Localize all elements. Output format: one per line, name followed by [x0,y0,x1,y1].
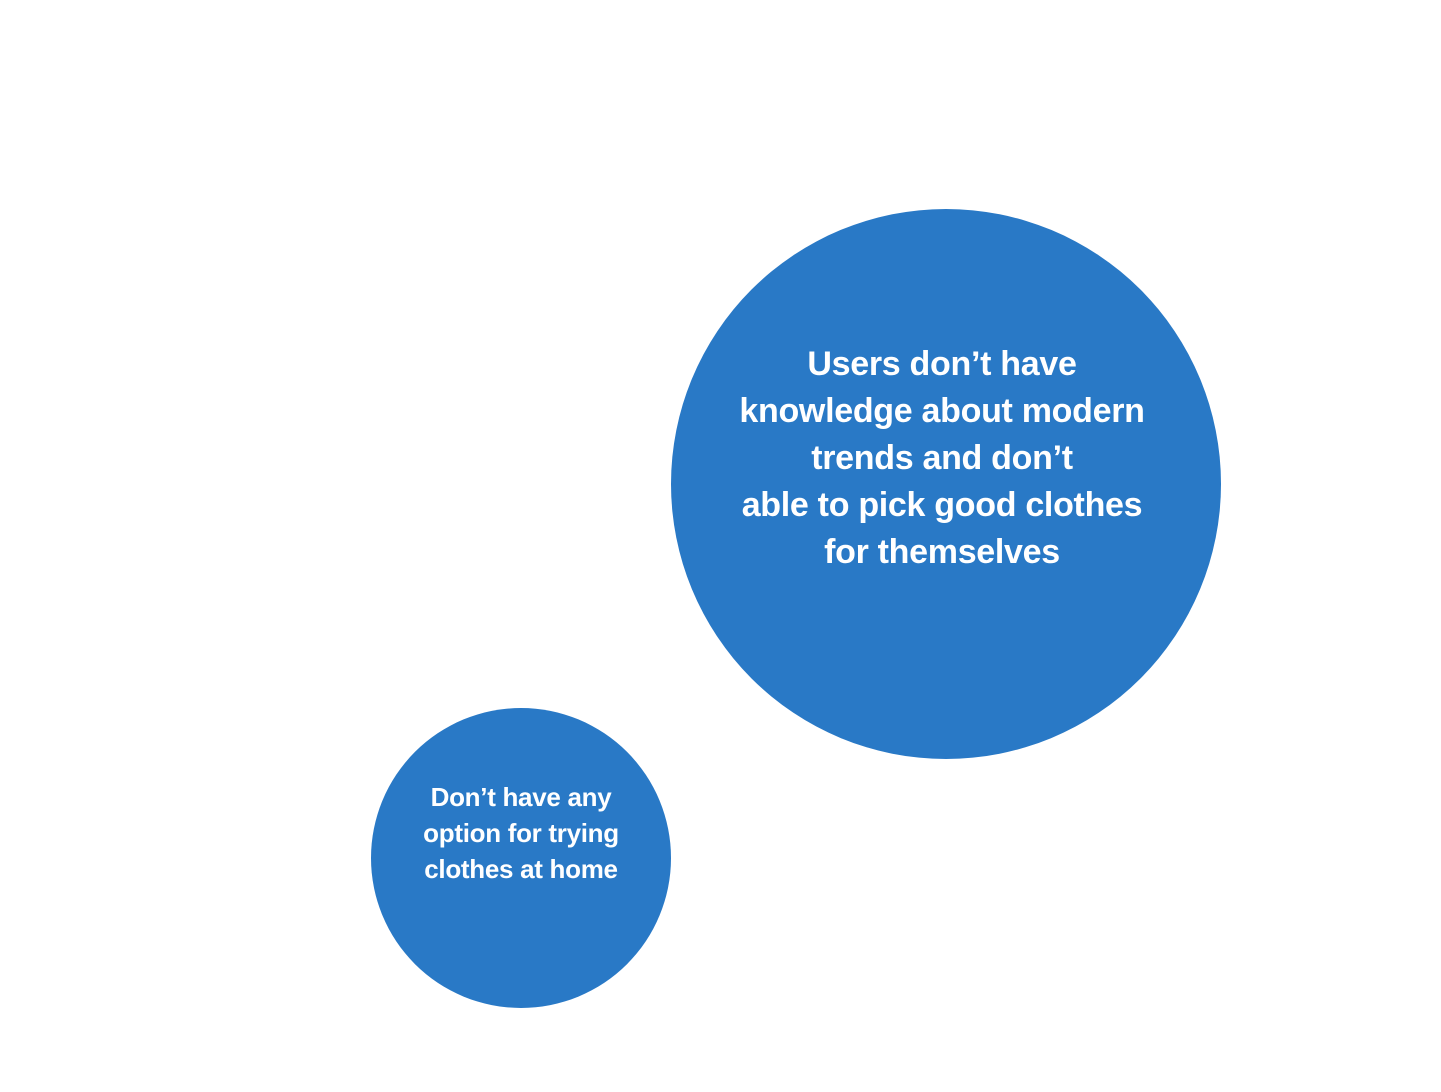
problem-bubble-small: Don’t have any option for trying clothes… [371,708,671,1008]
text-line: clothes at home [424,854,618,884]
text-line: able to pick good clothes [741,485,1143,524]
text-line: trends and don’t [811,438,1073,477]
text-line: Don’t have any [430,782,612,812]
problem-bubble-large: Users don’t have knowledge about modern … [671,209,1221,759]
text-line: knowledge about modern [739,391,1145,430]
text-line: for themselves [824,532,1060,571]
text-line: option for trying [423,818,619,848]
problem-text-large: Users don’t have knowledge about modern … [739,341,1145,576]
text-line: Users don’t have [807,344,1077,383]
problem-text-small: Don’t have any option for trying clothes… [423,779,619,887]
